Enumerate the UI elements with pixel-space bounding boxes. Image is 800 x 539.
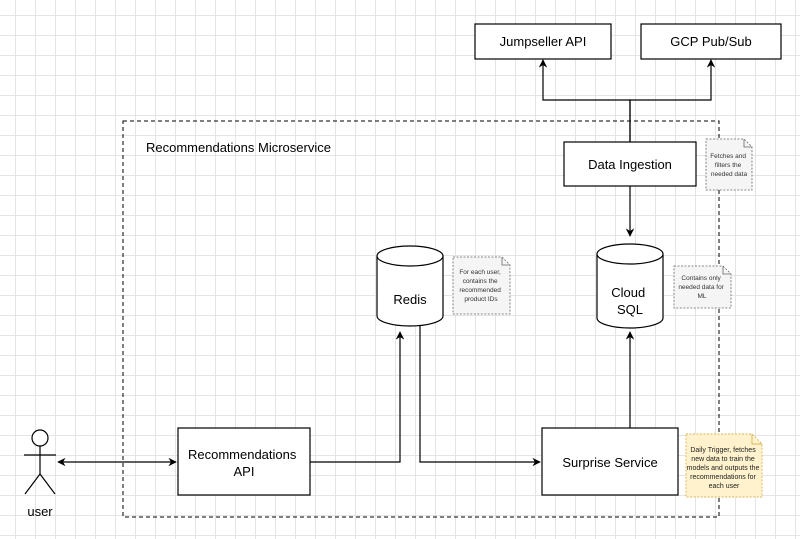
jumpseller-api-label: Jumpseller API [500,34,587,49]
node-gcp-pubsub[interactable]: GCP Pub/Sub [640,23,782,60]
node-jumpseller-api[interactable]: Jumpseller API [474,23,612,60]
cloud-sql-label-line-2: SQL [617,302,643,317]
surprise-service-label: Surprise Service [562,455,657,470]
microservice-boundary: Recommendations Microservice [122,120,720,518]
node-surprise-service[interactable]: Surprise Service [541,427,679,496]
note-surprise-service: Daily Trigger, fetches new data to train… [685,433,763,498]
note-surprise-service-text: Daily Trigger, fetches new data to train… [687,447,762,490]
recommendations-api-label: Recommendations API [188,447,300,479]
redis-label: Redis [393,292,427,307]
note-data-ingestion-text: Fetches and filters the needed data [710,153,748,178]
cloud-sql-label: Cloud SQL [611,285,649,317]
edge-ingestion-to-pubsub [629,59,716,142]
user-label: user [27,504,53,519]
recommendations-api-label-line-1: Recommendations [188,447,297,462]
edge-ingestion-to-jumpseller [538,59,631,142]
note-data-ingestion: Fetches and filters the needed data [705,138,753,191]
cloud-sql-label-line-1: Cloud [611,285,645,300]
note-redis: For each user, contains the recommended … [452,256,511,315]
note-cloud-sql: Contains only needed data for ML [673,265,732,309]
user-actor[interactable]: user [24,429,56,519]
node-recommendations-api[interactable]: Recommendations API [177,427,311,496]
microservice-label: Recommendations Microservice [146,140,331,155]
data-ingestion-label: Data Ingestion [588,157,672,172]
edges [57,59,716,467]
note-cloud-sql-text: Contains only needed data for ML [678,275,725,300]
node-redis[interactable]: Redis [376,245,444,327]
gcp-pubsub-label: GCP Pub/Sub [670,34,751,49]
user-icon [24,429,56,495]
node-cloud-sql[interactable]: Cloud SQL [596,243,664,329]
note-redis-text: For each user, contains the recommended … [459,269,502,303]
edge-api-to-redis [310,331,405,463]
node-data-ingestion[interactable]: Data Ingestion [563,141,697,187]
recommendations-api-label-line-2: API [234,464,255,479]
edge-redis-to-surprise [419,322,541,467]
